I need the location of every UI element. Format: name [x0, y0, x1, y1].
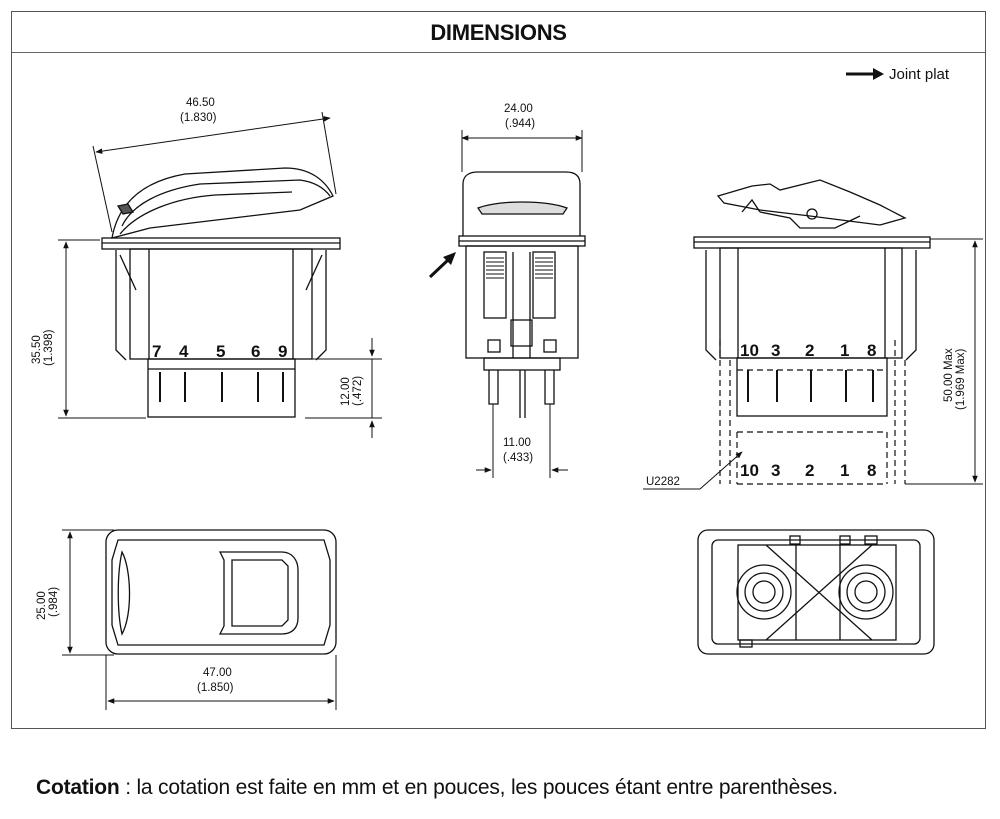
pin-label: 2 [805, 341, 814, 360]
dim-pin-height-mm: 12.00 [340, 377, 352, 406]
gasket-arrow [428, 252, 456, 279]
pin-labels-left: 7 4 5 6 9 [152, 342, 287, 361]
pin-label: 9 [278, 342, 287, 361]
dim-46-50 [92, 111, 337, 233]
dim-25-00 [62, 529, 114, 656]
caption-text: : la cotation est faite en mm et en pouc… [119, 776, 838, 799]
dim-24-00 [461, 130, 583, 172]
pin-labels-right-top: 10 3 2 1 8 [740, 341, 876, 360]
dim-width-mm: 46.50 [186, 97, 215, 109]
page-title: DIMENSIONS [430, 20, 567, 45]
title-divider [12, 52, 985, 53]
pin-label: 10 [740, 461, 759, 480]
ref-leader [643, 451, 743, 490]
dim-12-00 [305, 338, 382, 438]
dim-height-mm: 35.50 [31, 335, 43, 364]
pin-label: 10 [740, 341, 759, 360]
dim-front-width-in: (.944) [505, 118, 535, 130]
ref-label: U2282 [646, 476, 680, 488]
side-view-left [101, 167, 341, 418]
pin-label: 2 [805, 461, 814, 480]
dim-pin-height-in: (.472) [352, 376, 364, 406]
dim-50-00 [905, 238, 983, 485]
pin-label: 4 [179, 342, 189, 361]
dim-height-in: (1.398) [43, 329, 55, 366]
caption-label: Cotation [36, 776, 120, 799]
pin-label: 1 [840, 461, 849, 480]
legend: Joint plat [846, 66, 950, 83]
pin-label: 8 [867, 341, 876, 360]
front-view [458, 171, 586, 418]
dim-top-height-in: (.984) [48, 587, 60, 617]
arrow-icon [873, 68, 884, 80]
pin-label: 5 [216, 342, 225, 361]
dimensions-frame: DIMENSIONS [11, 11, 986, 729]
caption: Cotation : la cotation est faite en mm e… [36, 776, 838, 800]
pin-label: 8 [867, 461, 876, 480]
dim-right-height: 50.00 Max [943, 348, 955, 402]
arrow-icon [443, 252, 456, 265]
dim-11-00 [476, 404, 568, 478]
legend-label: Joint plat [889, 66, 950, 83]
dim-top-width-mm: 47.00 [203, 667, 232, 679]
top-view [105, 529, 337, 655]
dim-top-width-in: (1.850) [197, 682, 234, 694]
dim-pin-spacing-mm: 11.00 [503, 437, 531, 449]
dashed-extension [719, 340, 906, 485]
dim-pin-spacing-in: (.433) [503, 452, 533, 464]
pin-labels-right-bottom: 10 3 2 1 8 [740, 461, 876, 480]
pin-label: 7 [152, 342, 161, 361]
dim-top-height-mm: 25.00 [36, 591, 48, 620]
dim-right-height-in: (1.969 Max) [955, 348, 967, 410]
side-view-right [693, 179, 931, 417]
pin-label: 3 [771, 341, 780, 360]
dim-47-00 [105, 655, 337, 710]
pin-label: 1 [840, 341, 849, 360]
dimension-drawing: Joint plat 7 4 5 6 9 [31, 66, 983, 710]
pin-label: 3 [771, 461, 780, 480]
dim-front-width-mm: 24.00 [504, 103, 533, 115]
pin-label: 6 [251, 342, 260, 361]
dim-width-in: (1.830) [180, 112, 217, 124]
bottom-view [697, 529, 935, 655]
dim-35-50 [58, 239, 146, 419]
